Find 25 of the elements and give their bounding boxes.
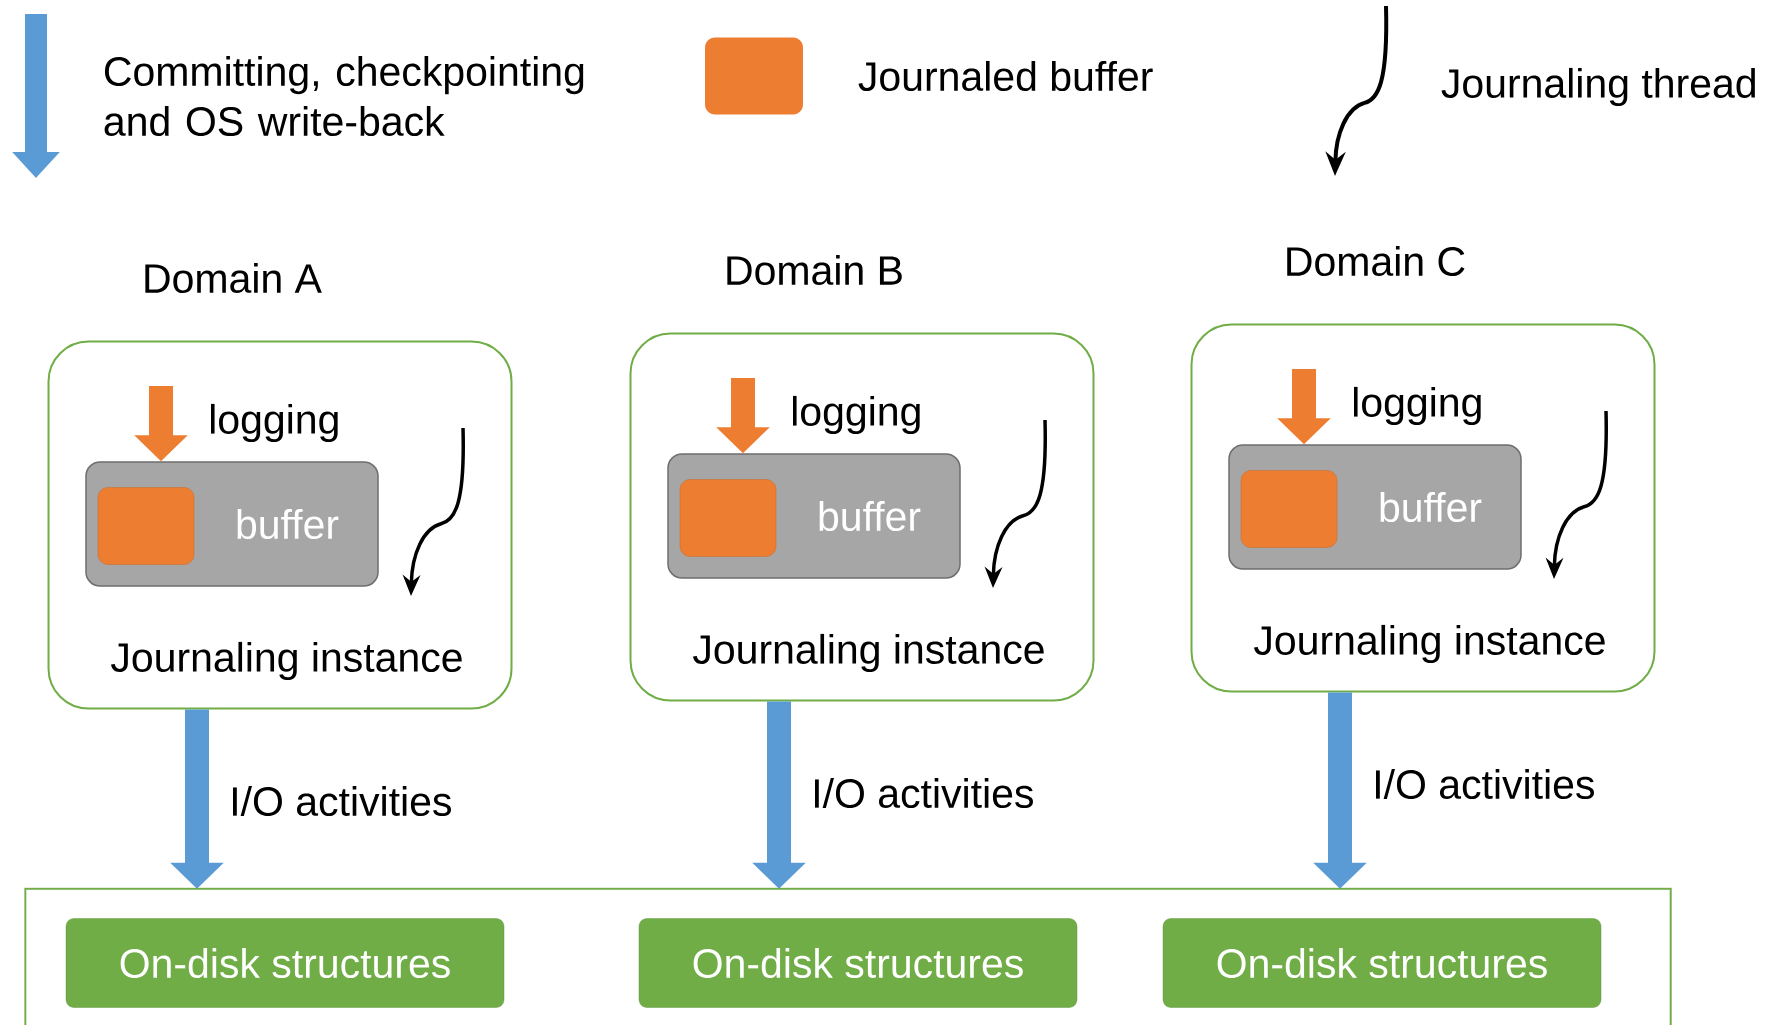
legend-label: Journaled buffer: [858, 60, 1153, 92]
edge-label: logging: [206, 401, 343, 445]
disk-structure-box: On-disk structures: [638, 918, 1078, 1008]
journaled-buffer: [97, 487, 195, 565]
domain-heading: Domain A: [145, 262, 322, 294]
disk-frame: [24, 887, 1672, 1025]
edge-label: logging: [1349, 384, 1486, 428]
domain-heading: Domain C: [1287, 245, 1465, 277]
instance-label: Journaling instance: [1254, 624, 1605, 664]
legend-label: Journaling thread: [1441, 67, 1755, 107]
journaling-instance-box: [1190, 245, 1656, 693]
journaling-instance-box: [47, 262, 513, 710]
journaling-instance-box: [629, 254, 1095, 702]
edge-label: I/O activities: [227, 783, 455, 819]
disk-structure-box: On-disk structures: [65, 918, 505, 1008]
instance-label: Journaling instance: [111, 641, 462, 681]
journaled-buffer: [1240, 470, 1338, 548]
edge-label: I/O activities: [1370, 766, 1598, 802]
domain-heading: Domain B: [727, 254, 902, 286]
instance-label: Journaling instance: [693, 633, 1044, 673]
journaled-buffer: [679, 479, 777, 557]
disk-structure-box: On-disk structures: [1162, 918, 1602, 1008]
legend-label: Committing, checkpointing and OS write-back: [104, 55, 584, 137]
edge-label: logging: [788, 393, 925, 437]
edge-label: I/O activities: [809, 775, 1037, 811]
